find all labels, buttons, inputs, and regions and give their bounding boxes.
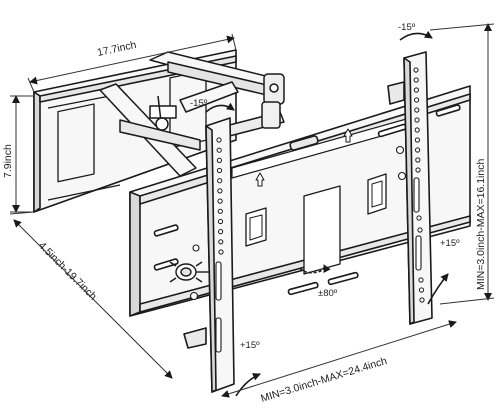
vesa-horizontal-label: MIN=3.0inch-MAX=24.4inch: [259, 355, 388, 405]
dimension-lines: [9, 23, 495, 398]
left-bracket-hole: [216, 167, 223, 174]
frame-cutout-left: [245, 207, 267, 247]
left-bracket-hole: [217, 178, 223, 184]
right-bracket-hole: [417, 227, 423, 233]
right-bracket-hole: [415, 147, 421, 153]
tilt-bottom-right-label: +15º: [440, 238, 460, 249]
right-bracket-hole: [416, 215, 422, 221]
right-bracket-hole: [415, 157, 421, 163]
left-bracket-hole: [216, 157, 222, 163]
dim-line-vesa-horizontal: [221, 320, 457, 398]
frame-up-arrow-2: [343, 128, 353, 143]
width-label: 17.7inch: [96, 39, 137, 59]
arm-pivot-knob: [155, 117, 169, 131]
tilt-top-left-label: -15º: [190, 98, 208, 109]
right-bracket-hole: [414, 137, 420, 143]
tilt-knob: [169, 261, 210, 283]
wall-plate-slot-left: [57, 103, 95, 183]
right-bracket-hole: [414, 127, 420, 133]
dim-line-depth: [13, 219, 173, 379]
left-bracket-hole: [218, 239, 224, 245]
right-bracket-slot: [413, 177, 420, 213]
right-bracket-hole: [415, 167, 421, 173]
right-bracket-hole: [413, 87, 419, 93]
frame-cutout-right: [367, 173, 387, 215]
right-bracket-hole: [418, 287, 425, 293]
right-bracket-hole: [419, 297, 425, 303]
left-bracket-hole: [216, 137, 222, 143]
depth-label: 4.5inch-19.7inch: [36, 240, 99, 303]
height-label: 7.9inch: [2, 144, 14, 178]
right-bracket-hole: [414, 117, 420, 123]
right-bracket-hole: [418, 277, 424, 283]
frame-up-arrow-1: [255, 172, 265, 187]
right-bracket-hole: [414, 97, 420, 103]
tilt-arrow-top-right: [399, 30, 433, 41]
right-bracket-hole: [413, 77, 419, 83]
left-bracket-hole: [218, 229, 224, 235]
rotation-label: ±80º: [318, 288, 338, 299]
tilt-arrow-bottom-right: [427, 273, 449, 305]
right-bracket-hole: [414, 107, 420, 113]
frame-cutout-center: [303, 185, 341, 275]
left-bracket-hole: [218, 249, 224, 255]
dim-line-width: [29, 35, 235, 85]
left-bracket-hole: [217, 188, 223, 194]
left-bracket-hole: [217, 198, 223, 204]
rotation-arrow-icon: [299, 264, 331, 274]
tilt-arrow-top-left: [205, 102, 235, 113]
left-bracket-slot: [215, 261, 222, 301]
left-bracket-hole: [216, 147, 222, 153]
right-bracket-holes: [413, 67, 425, 303]
right-bracket-hole: [413, 67, 419, 73]
left-bracket-hole: [217, 208, 223, 214]
tilt-bottom-left-label: +15º: [240, 340, 260, 351]
left-bracket-holes: [216, 137, 224, 255]
left-bracket-hole: [217, 218, 224, 225]
tilt-top-right-label: -15º: [398, 22, 416, 33]
vesa-vertical-label: MIN=3.0inch-MAX=16.1inch: [475, 159, 487, 290]
